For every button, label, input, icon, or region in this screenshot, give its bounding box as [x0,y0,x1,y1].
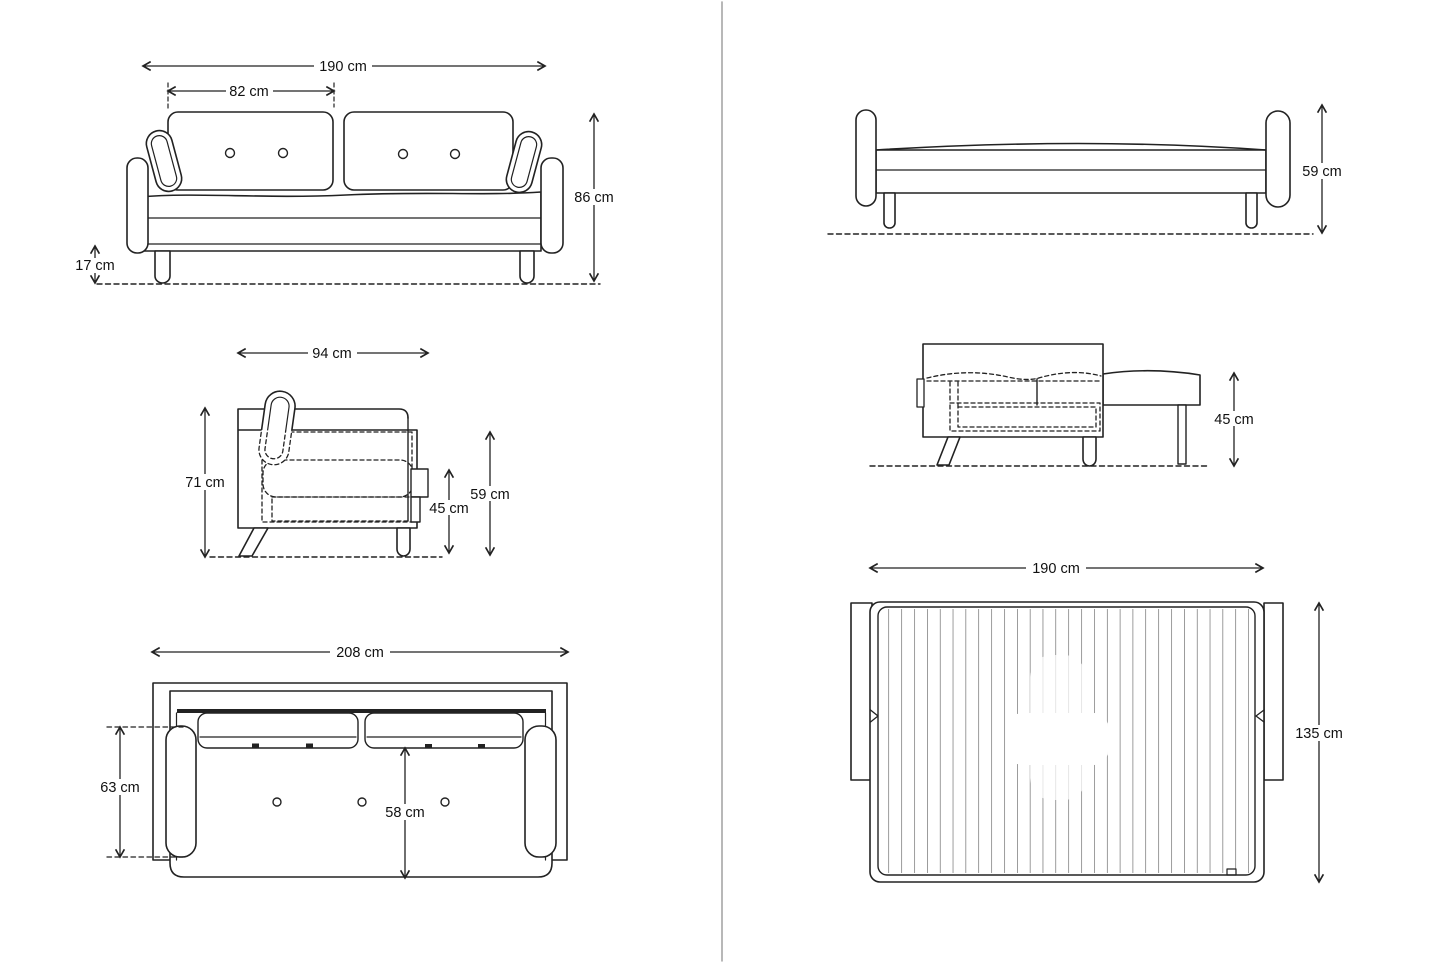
dim-top-width-label: 208 cm [336,645,384,661]
dim-side-seat-height: 45 cm [427,470,472,553]
leg-front-angled [238,527,269,557]
armrest-left-top [165,725,197,858]
dim-top-seat-depth: 58 cm [382,748,429,878]
dim-front-cushion-label: 82 cm [229,84,269,100]
armrest-right-top [524,725,557,858]
arm-pillow-visible-part [258,390,296,430]
frame-front-edge [410,496,421,523]
folded-backrest [922,343,1104,438]
armrest-right-top [1263,602,1284,781]
dim-bed-back-height-label: 59 cm [1302,164,1342,180]
hidden-structure [926,371,1102,432]
armrest-right [540,157,564,254]
fold-notch-right [1255,709,1265,723]
cushion-button [224,147,236,159]
hidden-bed-box [271,496,413,522]
mattress-border [877,606,1256,876]
armrest-left [855,109,877,207]
seat-button [357,797,367,807]
dim-side-total-height: 71 cm [181,408,229,557]
seat-button [440,797,450,807]
leg-right [1245,192,1258,229]
dim-top-arm-depth-label: 63 cm [100,780,140,796]
leg-left [154,250,171,284]
sofa-top-view: 208 cm 63 cm 58 cm [97,644,568,878]
back-cushion-right-top [364,712,524,749]
dim-front-height: 86 cm [570,114,619,281]
cushion-tuft-marks [252,743,485,748]
hidden-seat-cushion [262,459,414,498]
back-cushion-left [167,111,334,191]
hidden-cushions [926,371,1102,381]
dim-top-arm-depth: 63 cm [97,727,184,857]
dim-side-total-height-label: 71 cm [185,475,225,491]
dim-front-cushion-width: 82 cm [168,82,334,110]
leg-rear [396,527,411,557]
sofa-front-view: 190 cm 82 cm 86 cm 17 cm [74,58,619,285]
hidden-verticals [949,381,959,408]
arm-pillow-left [145,129,183,193]
arm-pillow-hidden-part [258,430,296,466]
backrest-edge-band [177,709,546,713]
armrest-right [1265,110,1291,208]
dim-side-depth: 94 cm [238,345,428,362]
dim-side-seat-height-label: 45 cm [429,501,469,517]
dim-top-width: 208 cm [152,644,568,661]
dim-bed-seat-height-label: 45 cm [1214,412,1254,428]
dim-side-bed-height: 59 cm [468,432,513,555]
fold-notch-left [869,709,879,723]
seat-button [272,797,282,807]
hidden-box-outer [949,402,1101,432]
armrest-edge-tab [916,378,925,408]
bed-back-view: 59 cm [827,105,1347,235]
mattress-tag [1226,868,1237,876]
leg-right [519,250,535,284]
dim-bed-back-height: 59 cm [1298,105,1347,233]
bed-deck [1102,369,1201,406]
dim-bed-top-depth: 135 cm [1292,603,1346,882]
dim-front-width: 190 cm [143,58,545,75]
hidden-frame [261,431,413,523]
dim-bed-top-width: 190 cm [870,560,1263,577]
sofa-side-view: 94 cm 71 cm 45 cm 59 cm [181,345,513,557]
cushion-button [397,148,409,160]
seat-base [138,191,542,252]
dim-side-depth-label: 94 cm [312,346,352,362]
dim-bed-top-width-label: 190 cm [1032,561,1080,577]
dim-side-bed-height-label: 59 cm [470,487,510,503]
leg-front-angled [936,436,961,466]
leg-left [883,192,896,229]
side-silhouette [237,408,418,529]
cushion-button [277,147,289,159]
leg-rear [1082,436,1097,467]
armrest-left [126,157,149,254]
bed-top-view: 190 cm 135 cm [850,560,1346,882]
diagram-root: 190 cm 82 cm 86 cm 17 cm [74,1,1347,962]
back-cushion-right [343,111,514,191]
cushion-buttons [224,147,461,160]
slat-fade-highlight [1008,655,1108,800]
dim-front-width-label: 190 cm [319,59,367,75]
hidden-box-inner [957,406,1097,428]
dim-front-height-label: 86 cm [574,190,614,206]
deck-leg [1177,404,1187,465]
seat-buttons [272,797,450,807]
armrest-left-top [850,602,873,781]
cushion-button [449,148,461,160]
dim-bed-top-depth-label: 135 cm [1295,726,1343,742]
dim-front-leg-label: 17 cm [75,258,115,274]
mattress-top-curve [875,142,1267,151]
dim-top-seat-depth-label: 58 cm [385,805,425,821]
seat-base-lines [138,217,542,245]
arm-pillow-right [505,130,543,194]
bed-frame [875,149,1267,194]
back-cushion-left-top [197,712,359,749]
dim-bed-seat-height: 45 cm [1211,373,1257,466]
bed-side-view: 45 cm [869,343,1257,467]
seat-front-edge [410,468,429,498]
dim-front-leg-height: 17 cm [74,246,117,283]
